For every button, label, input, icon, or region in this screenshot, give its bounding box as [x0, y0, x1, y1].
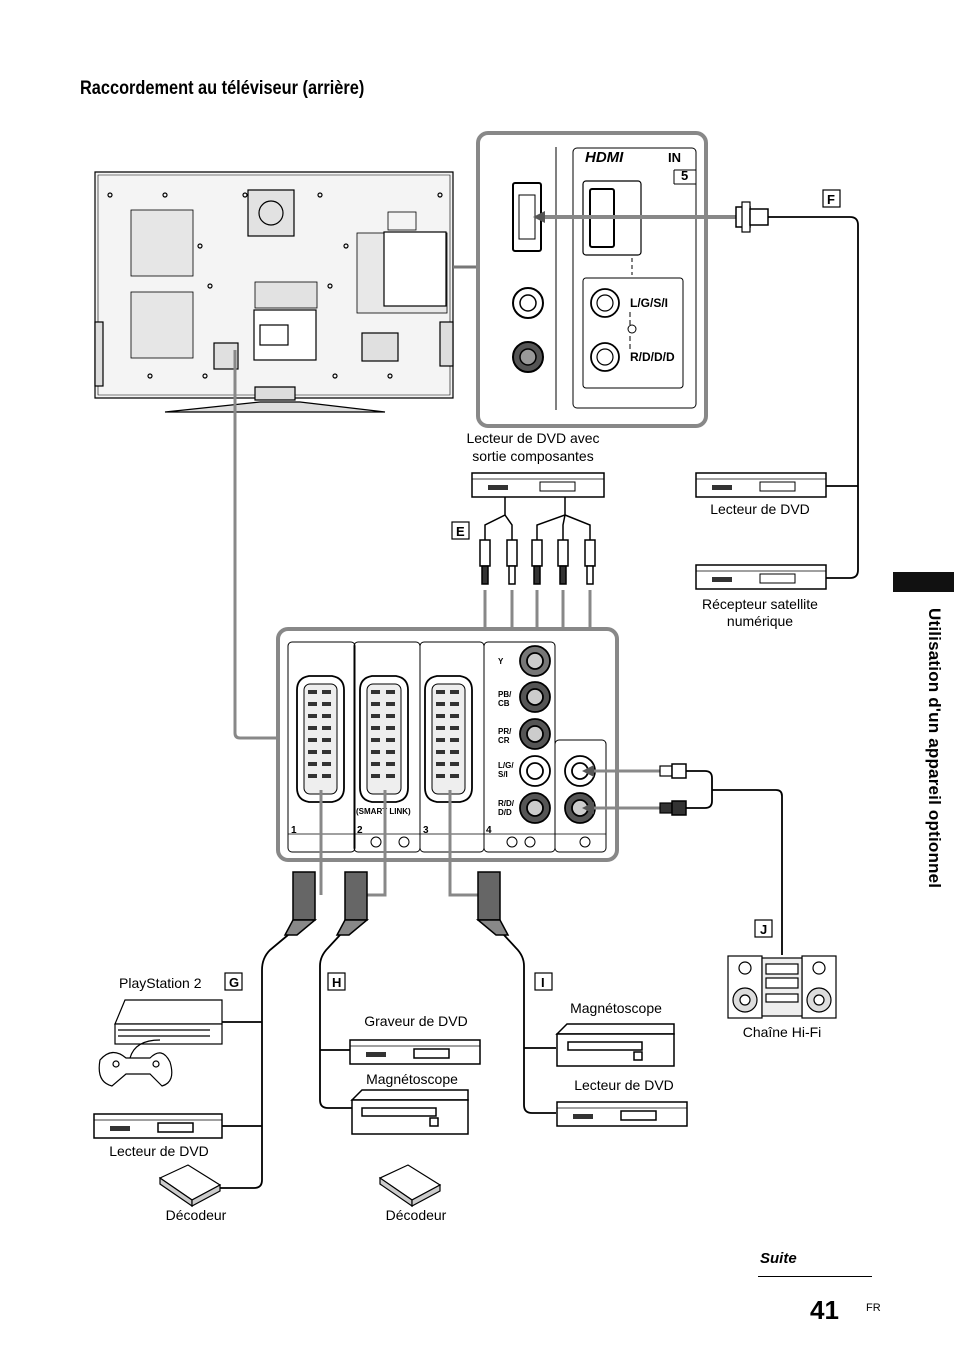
- hdmi-audio-left-label: L/G/S/I: [630, 296, 668, 310]
- tv-rear: [94, 171, 454, 413]
- callout-i: I: [541, 975, 545, 990]
- label-hifi: Chaîne Hi-Fi: [743, 1024, 822, 1040]
- hdmi-logo: HDMI: [585, 149, 624, 166]
- device-playstation: [98, 999, 223, 1087]
- label-playstation: PlayStation 2: [119, 975, 202, 991]
- hdmi-port-number: 5: [681, 168, 688, 183]
- label-satellite-line2: numérique: [727, 613, 793, 629]
- label-lgsi: L/G/: [498, 761, 514, 770]
- scart-black-wires: [218, 934, 556, 1189]
- device-dvd-hdmi: [695, 472, 827, 498]
- label-cr: CR: [498, 736, 510, 745]
- input-panel: [276, 627, 619, 862]
- label-dvd-component-line2: sortie composantes: [472, 448, 593, 464]
- scart-plugs: [283, 871, 510, 936]
- callout-f: F: [827, 192, 835, 207]
- callout-g-box: [224, 972, 243, 991]
- label-n2: 2: [357, 825, 363, 836]
- page-language: FR: [866, 1302, 881, 1314]
- label-pr: PR/: [498, 727, 512, 736]
- label-dvd-i: Lecteur de DVD: [574, 1077, 674, 1093]
- scart-cables: [319, 790, 478, 897]
- label-rd: R/D/: [498, 799, 515, 808]
- label-dvd-g: Lecteur de DVD: [109, 1143, 209, 1159]
- callout-j: J: [760, 922, 767, 937]
- hdmi-audio-right-label: R/D/D/D: [630, 350, 675, 364]
- device-decoder-h: [378, 1164, 442, 1208]
- device-vcr-i: [555, 1023, 675, 1067]
- device-hifi: [727, 955, 837, 1019]
- label-smartlink: (SMART LINK): [356, 807, 411, 816]
- device-vcr-h: [350, 1089, 469, 1135]
- device-dvd-recorder: [349, 1039, 481, 1065]
- tv-scart-link: [233, 350, 278, 740]
- device-dvd-i: [556, 1101, 688, 1127]
- label-cb: CB: [498, 699, 510, 708]
- label-n4: 4: [486, 825, 492, 836]
- continued-label: Suite: [760, 1250, 797, 1267]
- label-decoder-g: Décodeur: [166, 1207, 227, 1223]
- label-pb: PB/: [498, 690, 512, 699]
- hdmi-in-label: IN: [668, 150, 681, 165]
- device-dvd-component: [471, 472, 605, 498]
- hdmi-zoom-panel: [476, 131, 708, 428]
- section-label: Utilisation d'un appareil optionnel: [925, 608, 944, 889]
- callout-f-box: [822, 189, 841, 208]
- component-cable: [479, 497, 596, 585]
- label-vcr-h: Magnétoscope: [366, 1071, 458, 1087]
- label-si: S/I: [498, 770, 508, 779]
- label-decoder-h: Décodeur: [386, 1207, 447, 1223]
- audio-out-cable: [582, 763, 783, 955]
- device-dvd-g: [93, 1113, 223, 1139]
- page-number: 41: [810, 1295, 839, 1325]
- label-dvd-hdmi: Lecteur de DVD: [710, 501, 810, 517]
- label-n3: 3: [423, 825, 429, 836]
- callout-e: E: [456, 524, 465, 539]
- callout-j-box: [754, 919, 773, 938]
- label-y: Y: [498, 657, 504, 666]
- input-panel-labels: Y PB/ CB PR/ CR L/G/ S/I R/D/ D/D (SMART…: [356, 657, 515, 817]
- page-title: Raccordement au téléviseur (arrière): [80, 78, 365, 99]
- callout-g: G: [229, 975, 239, 990]
- callout-h-box: [327, 972, 346, 991]
- label-satellite-line1: Récepteur satellite: [702, 596, 818, 612]
- device-satellite: [695, 564, 827, 590]
- section-tab: [893, 572, 954, 592]
- hdmi-cable: [533, 201, 859, 579]
- label-n1: 1: [291, 825, 297, 836]
- callout-i-box: [534, 972, 553, 991]
- callout-e-box: [451, 521, 470, 540]
- input-panel-numbers: 1 2 3 4: [291, 825, 492, 836]
- device-decoder-g: [158, 1164, 222, 1208]
- label-dvd-component-line1: Lecteur de DVD avec: [466, 430, 599, 446]
- label-dvd-recorder: Graveur de DVD: [364, 1013, 467, 1029]
- callout-h: H: [332, 975, 341, 990]
- continued-divider: [758, 1276, 872, 1277]
- label-vcr-i: Magnétoscope: [570, 1000, 662, 1016]
- label-dd: D/D: [498, 808, 512, 817]
